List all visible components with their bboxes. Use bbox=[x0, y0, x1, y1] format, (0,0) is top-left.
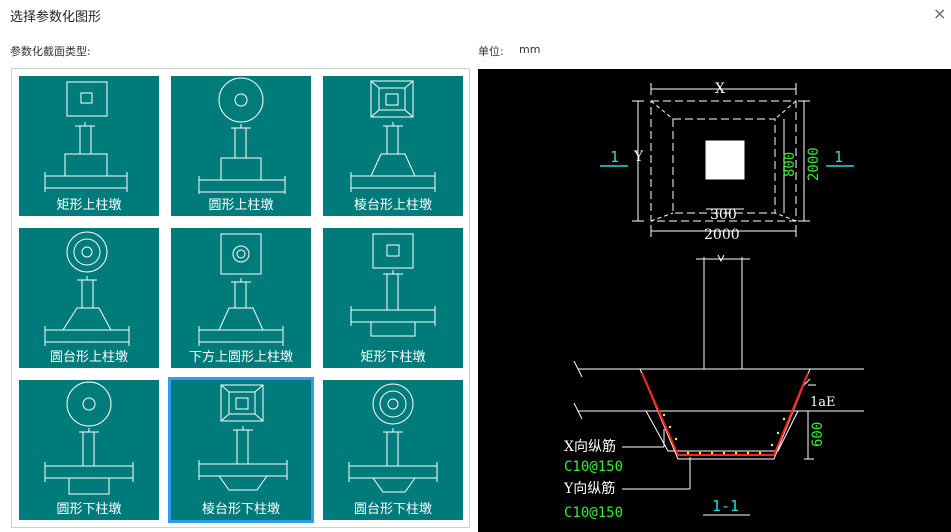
unit-value: mm bbox=[519, 43, 541, 56]
plan-view bbox=[632, 83, 810, 237]
tile-label: 矩形下柱墩 bbox=[360, 350, 426, 365]
x-rebar-value: C10@150 bbox=[564, 459, 623, 475]
section-title: 1-1 bbox=[712, 497, 739, 515]
frustum-lower-pier-icon bbox=[198, 384, 288, 491]
circle-lower-pier-icon bbox=[44, 381, 134, 495]
frustum-upper-pier-icon bbox=[350, 80, 436, 192]
close-icon[interactable]: × bbox=[933, 4, 947, 23]
tile-frustum-lower-pier[interactable]: 棱台形下柱墩 bbox=[168, 377, 314, 523]
cad-preview: X Y 300 2000 800 2000 1 1 bbox=[478, 69, 951, 532]
unit-label: 单位: bbox=[478, 45, 504, 58]
tile-label: 圆形上柱墩 bbox=[208, 198, 274, 213]
tile-circle-upper-pier[interactable]: 圆形上柱墩 bbox=[171, 76, 311, 216]
dialog-title: 选择参数化图形 bbox=[10, 10, 102, 25]
shape-grid: 矩形上柱墩 圆形上柱墩 棱台形上柱墩 bbox=[11, 68, 470, 528]
cone-upper-pier-icon bbox=[44, 231, 130, 346]
cad-drawing: X Y 300 2000 800 2000 1 1 bbox=[563, 81, 864, 521]
dim-300: 300 bbox=[710, 207, 737, 223]
square-round-upper-pier-icon bbox=[198, 233, 284, 346]
circle-upper-pier-icon bbox=[198, 77, 286, 194]
tile-rect-lower-pier[interactable]: 矩形下柱墩 bbox=[323, 228, 463, 368]
section-view bbox=[573, 254, 864, 516]
tile-label: 圆台形上柱墩 bbox=[49, 350, 128, 365]
tile-square-round-upper-pier[interactable]: 下方上圆形上柱墩 bbox=[171, 228, 311, 368]
tile-frustum-upper-pier[interactable]: 棱台形上柱墩 bbox=[323, 76, 463, 216]
dim-2000-right: 2000 bbox=[806, 147, 822, 181]
cone-lower-pier-icon bbox=[348, 383, 438, 493]
dim-800: 800 bbox=[782, 152, 798, 177]
rebar-dots bbox=[662, 413, 786, 455]
section-mark-left: 1 bbox=[610, 148, 619, 166]
y-rebar-value: C10@150 bbox=[564, 505, 623, 521]
dim-600: 600 bbox=[810, 422, 826, 447]
tile-circle-lower-pier[interactable]: 圆形下柱墩 bbox=[19, 380, 159, 520]
rect-lower-pier-icon bbox=[350, 233, 436, 337]
y-rebar-label: Y向纵筋 bbox=[563, 480, 615, 497]
tile-label: 矩形上柱墩 bbox=[56, 198, 122, 213]
section-mark-right: 1 bbox=[834, 148, 843, 166]
tile-label: 棱台形上柱墩 bbox=[353, 198, 432, 213]
section-type-label: 参数化截面类型: bbox=[10, 45, 91, 58]
rect-upper-pier-icon bbox=[44, 81, 128, 192]
tile-label: 棱台形下柱墩 bbox=[201, 502, 280, 517]
tile-cone-lower-pier[interactable]: 圆台形下柱墩 bbox=[323, 380, 463, 520]
tile-cone-upper-pier[interactable]: 圆台形上柱墩 bbox=[19, 228, 159, 368]
tile-label: 圆形下柱墩 bbox=[56, 502, 122, 517]
x-rebar-label: X向纵筋 bbox=[564, 438, 616, 455]
tile-label: 圆台形下柱墩 bbox=[353, 502, 432, 517]
lae-label: 1aE bbox=[810, 395, 836, 410]
tile-rect-upper-pier[interactable]: 矩形上柱墩 bbox=[19, 76, 159, 216]
rebar-red-line bbox=[641, 372, 809, 456]
tile-label: 下方上圆形上柱墩 bbox=[188, 350, 293, 365]
dim-y: Y bbox=[633, 149, 644, 165]
dim-2000-bottom: 2000 bbox=[704, 227, 740, 243]
dim-x: X bbox=[715, 81, 725, 97]
